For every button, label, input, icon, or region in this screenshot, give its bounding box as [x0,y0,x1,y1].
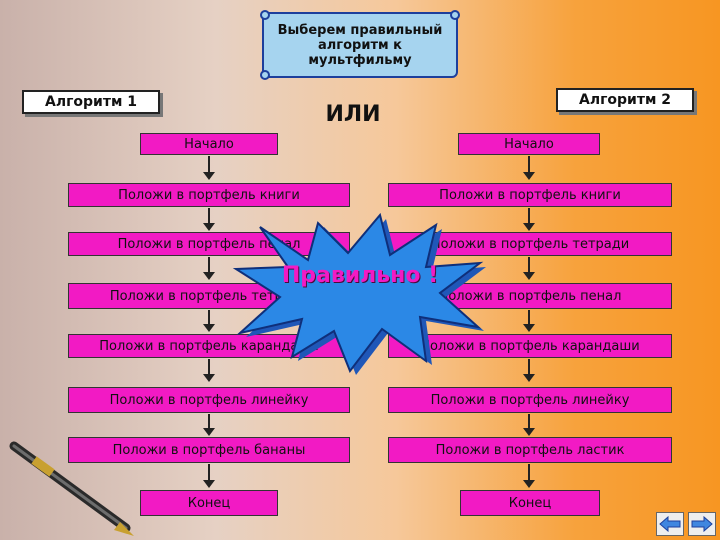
scroll-curl-icon [260,10,270,20]
flow-arrow [523,310,535,332]
flow-arrow [523,156,535,180]
algorithm2-label: Алгоритм 2 [556,88,694,112]
algorithm1-step[interactable]: Положи в портфель бананы [68,437,350,463]
algorithm1-step[interactable]: Положи в портфель пенал [68,232,350,256]
flow-arrow [523,464,535,488]
back-button[interactable] [656,512,684,536]
left-arrow-icon [659,516,681,532]
starburst-callout [232,212,486,375]
flow-arrow [203,359,215,382]
algorithm2-end[interactable]: Конец [460,490,600,516]
correct-callout-text: Правильно ! [281,263,439,288]
flow-arrow [523,257,535,280]
starburst-shape [232,212,484,374]
flow-arrow [203,414,215,436]
flow-arrow [523,208,535,231]
algorithm1-end[interactable]: Конец [140,490,278,516]
flow-arrow [203,257,215,280]
right-arrow-icon [691,516,713,532]
flow-arrow [203,208,215,231]
or-label: ИЛИ [325,102,381,127]
scroll-curl-icon [260,70,270,80]
scroll-curl-icon [450,10,460,20]
pen-icon [9,441,134,536]
forward-button[interactable] [688,512,716,536]
algorithm2-step[interactable]: Положи в портфель книги [388,183,672,207]
algorithm1-step[interactable]: Положи в портфель линейку [68,387,350,413]
flow-arrow [203,156,215,180]
algorithm2-step[interactable]: Положи в портфель карандаши [388,334,672,358]
title-scroll: Выберем правильный алгоритм к мультфильм… [260,10,460,80]
algorithm1-start[interactable]: Начало [140,133,278,155]
flow-arrow [203,310,215,332]
algorithm2-step[interactable]: Положи в портфель ластик [388,437,672,463]
algorithm1-step[interactable]: Положи в портфель книги [68,183,350,207]
algorithm2-step[interactable]: Положи в портфель линейку [388,387,672,413]
algorithm2-start[interactable]: Начало [458,133,600,155]
flow-arrow [523,414,535,436]
flow-arrow [203,464,215,488]
page-title: Выберем правильный алгоритм к мультфильм… [277,22,443,68]
algorithm1-label: Алгоритм 1 [22,90,160,114]
flow-arrow [523,359,535,382]
